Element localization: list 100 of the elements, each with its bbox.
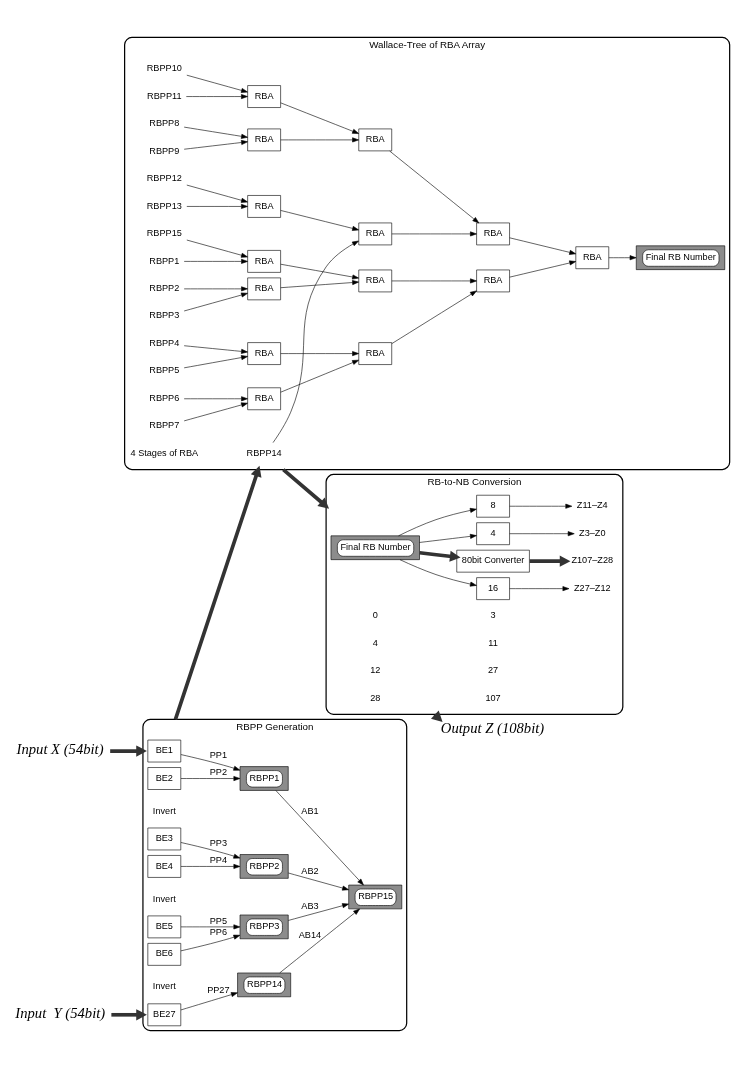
node-box: BE1 <box>147 739 182 763</box>
arrow <box>280 263 359 280</box>
arrow <box>389 150 480 224</box>
node-box: 8 <box>476 494 510 518</box>
arrow <box>186 94 248 99</box>
label: 28 <box>370 692 381 703</box>
arrow <box>509 237 577 255</box>
node-box: BE2 <box>147 767 182 790</box>
node-box: RBA <box>358 222 393 246</box>
node-text: RBPP13 <box>146 200 182 211</box>
node-box: 16 <box>476 577 510 600</box>
node-text: RBPP14 <box>246 447 282 458</box>
node-text: RBPP10 <box>146 63 182 74</box>
arrow <box>279 908 360 974</box>
arrow <box>180 776 241 781</box>
arrow <box>180 842 241 859</box>
edge-label: AB2 <box>301 865 319 876</box>
node-box: BE5 <box>147 915 182 939</box>
arrow <box>186 184 248 203</box>
edge-label: AB14 <box>298 929 322 940</box>
node-text: Z107–Z28 <box>571 555 614 566</box>
arrow <box>186 74 248 93</box>
arrow <box>180 934 241 952</box>
label: Invert <box>152 805 176 816</box>
arrow <box>180 864 241 869</box>
arrow <box>399 559 477 587</box>
node-text: RBPP3 <box>149 310 180 321</box>
label: 4 Stages of RBA <box>130 447 199 458</box>
node-text: Z11–Z4 <box>576 500 608 511</box>
node-box: RBPP3 <box>239 914 289 940</box>
node-text: RBPP12 <box>146 173 182 184</box>
label: 3 <box>490 610 496 621</box>
node-text: Z27–Z12 <box>574 582 611 593</box>
arrow <box>391 231 477 237</box>
arrow <box>288 872 349 891</box>
arrow <box>183 402 248 422</box>
node-text: RBPP11 <box>147 90 182 101</box>
node-box: 80bit Converter <box>456 549 530 573</box>
arrow <box>180 992 238 1011</box>
arrow <box>419 550 461 562</box>
node-text: RBPP7 <box>149 420 180 431</box>
node-box: RBA <box>247 277 281 301</box>
node-box: RBA <box>358 342 393 365</box>
label: 27 <box>488 665 499 676</box>
arrow <box>183 140 248 150</box>
arrow <box>183 258 248 264</box>
node-text: Input X (54bit) <box>16 741 104 758</box>
arrow <box>509 260 577 278</box>
node-box: RBA <box>358 269 393 293</box>
node-box: BE3 <box>147 827 182 851</box>
arrow <box>391 278 477 284</box>
node-box: 4 <box>476 522 510 545</box>
label: 12 <box>370 665 381 676</box>
node-box: RBA <box>247 85 281 108</box>
arrow <box>280 359 359 393</box>
arrow <box>509 503 573 509</box>
edge-label: PP1 <box>209 750 227 761</box>
arrow <box>280 280 359 288</box>
arrow <box>288 903 349 921</box>
node-text: RBPP8 <box>149 118 180 129</box>
node-box: BE4 <box>147 855 182 878</box>
node-box: RBPP15 <box>348 884 403 910</box>
arrow <box>272 240 359 443</box>
node-box: RBA <box>247 195 281 218</box>
label: 107 <box>485 692 501 703</box>
node-text: RBPP5 <box>149 365 180 376</box>
node-text: Output Z (108bit) <box>440 720 545 737</box>
arrow <box>111 1009 147 1021</box>
arrow <box>509 531 575 537</box>
node-box: BE6 <box>147 943 182 966</box>
node-box: RBA <box>247 128 281 152</box>
label: Invert <box>152 893 176 904</box>
arrow <box>280 351 359 357</box>
edge-label: AB3 <box>301 901 319 912</box>
arrow <box>275 790 364 886</box>
label: Invert <box>152 981 176 992</box>
arrow <box>509 586 570 592</box>
node-text: RBPP2 <box>149 283 180 294</box>
node-box: RBA <box>247 342 281 365</box>
arrow <box>173 465 262 720</box>
edge-label: PP3 <box>209 838 227 849</box>
arrow <box>180 754 241 771</box>
edge-label: PP5 <box>209 915 227 926</box>
node-text: RBPP1 <box>149 255 180 266</box>
node-box: RBA <box>476 222 510 246</box>
arrow <box>186 239 248 258</box>
arrow <box>398 507 477 537</box>
node-text: RBPP15 <box>146 228 182 239</box>
arrow <box>110 745 147 757</box>
node-box: RBPP14 <box>237 972 291 998</box>
node-box: RBA <box>476 269 510 293</box>
arrow <box>183 286 248 292</box>
arrow <box>282 468 330 509</box>
arrow <box>608 255 637 261</box>
node-box: RBA <box>575 246 610 270</box>
node-text: RBPP9 <box>149 145 180 156</box>
label: 4 <box>372 637 378 648</box>
node-box: RBA <box>358 128 393 152</box>
label: 11 <box>488 637 498 648</box>
arrow <box>280 210 359 231</box>
